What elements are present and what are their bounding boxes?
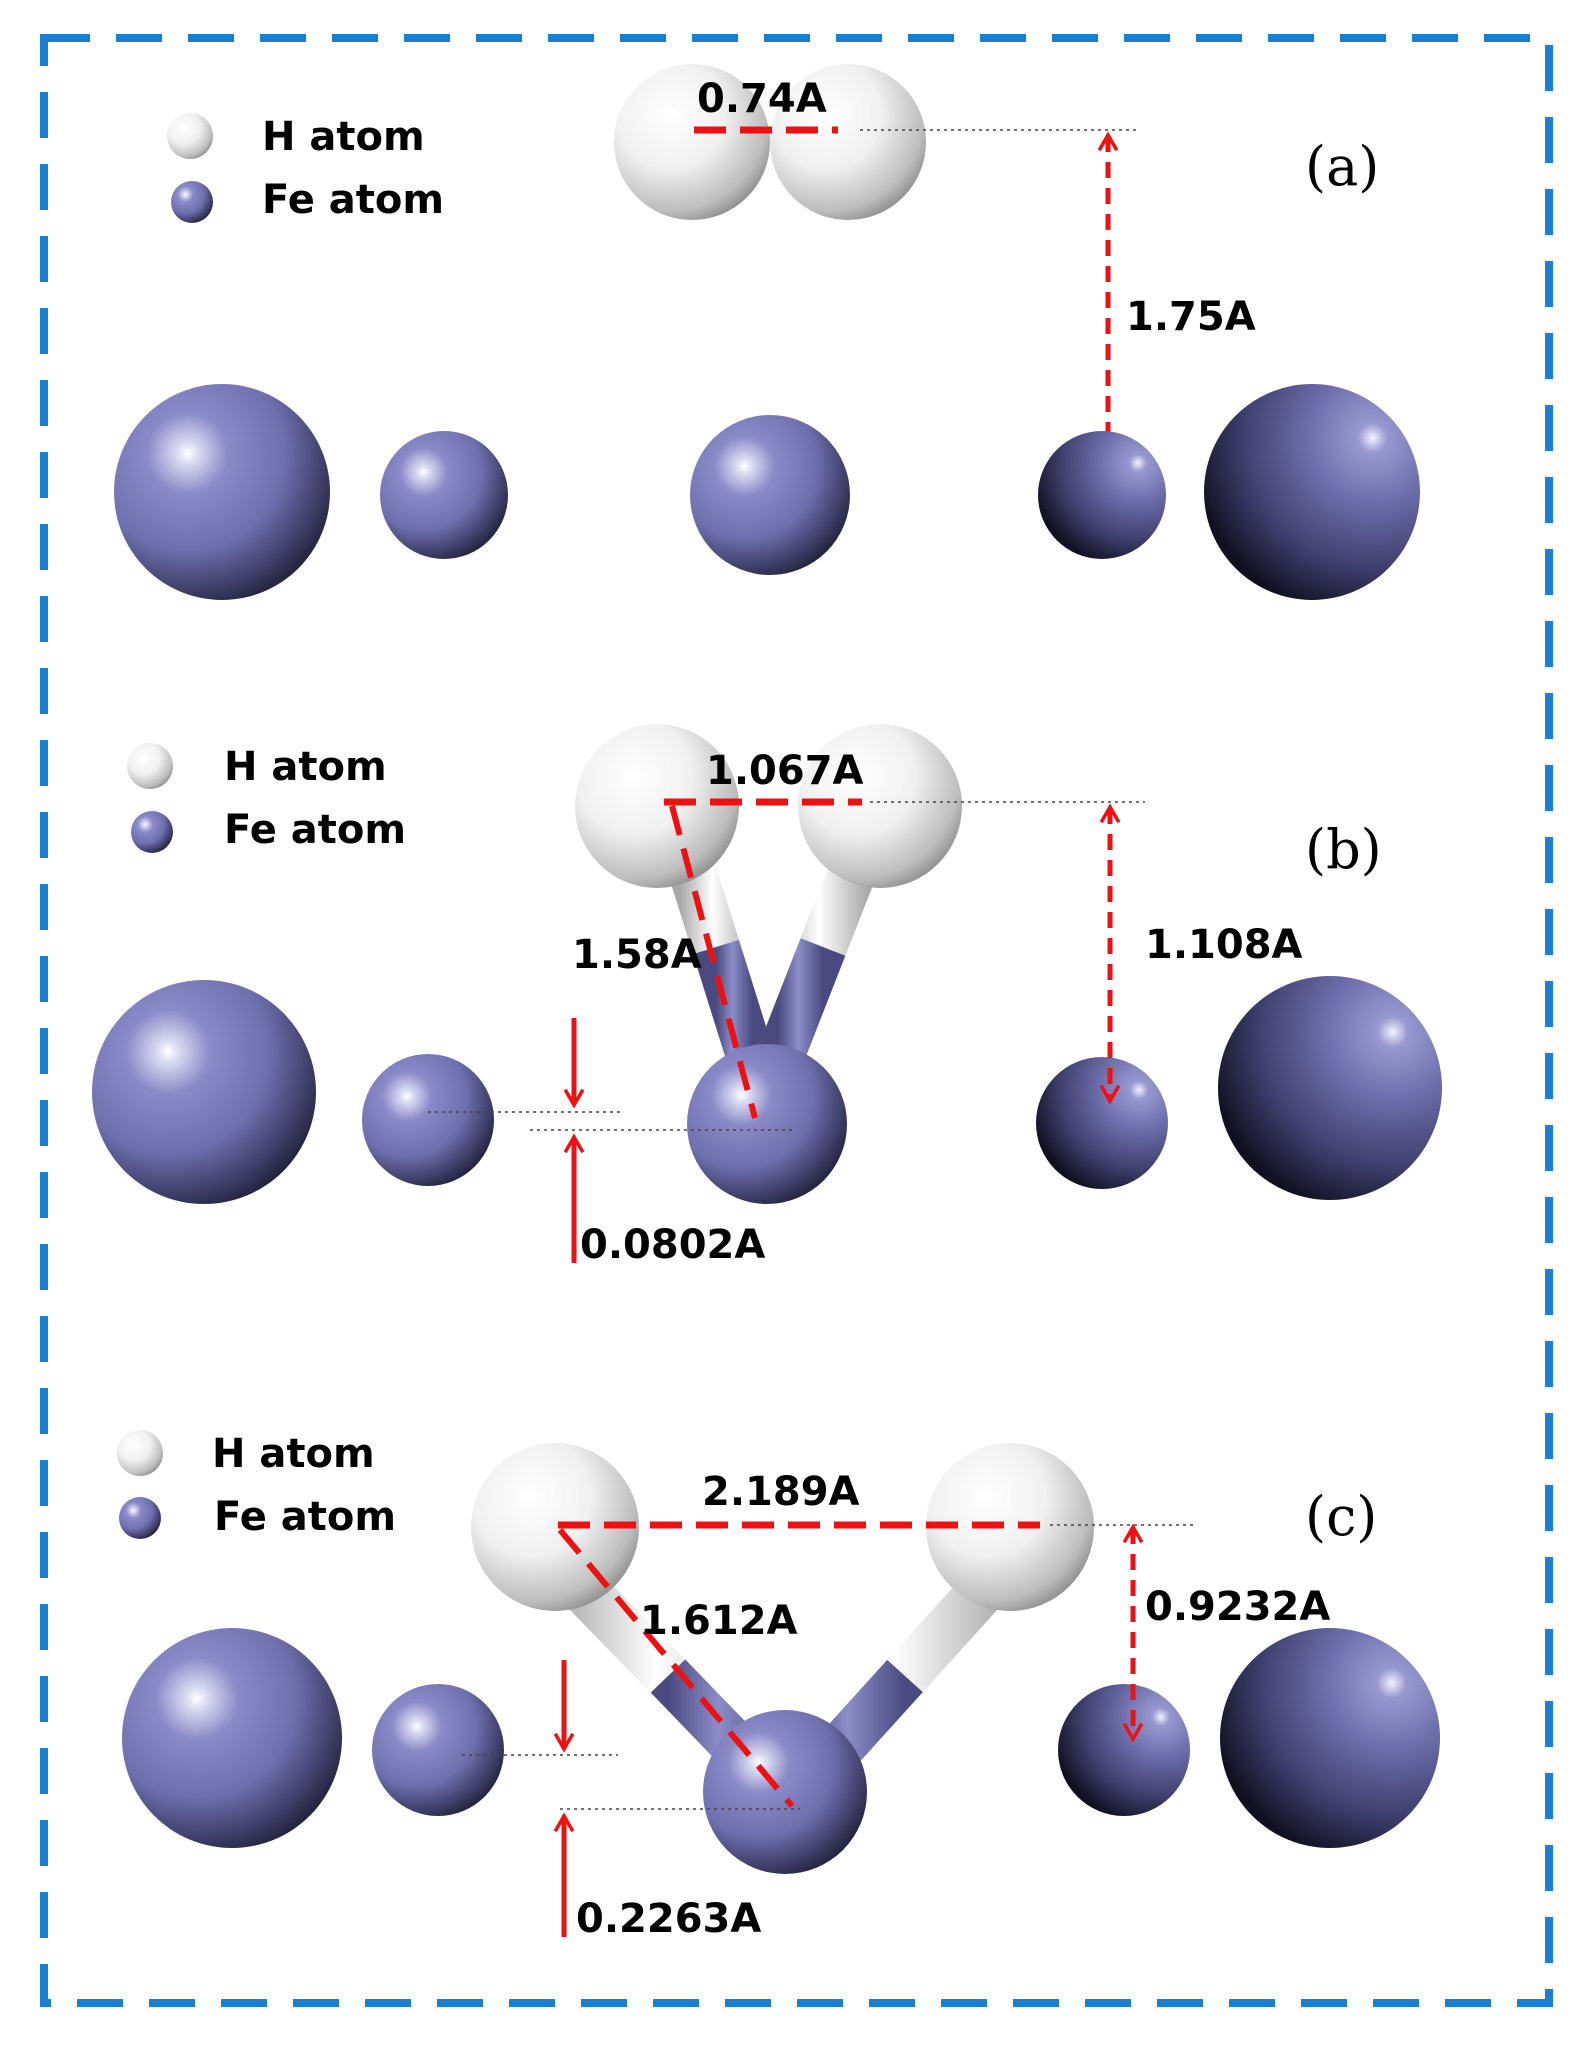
fe-atom bbox=[690, 415, 850, 575]
fe-atom-legend-icon bbox=[171, 181, 213, 223]
h-atom-legend-label: H atom bbox=[224, 744, 387, 790]
fe-atom bbox=[1204, 384, 1420, 600]
fe-atom bbox=[1036, 1057, 1168, 1189]
fe-atom-legend-label: Fe atom bbox=[262, 177, 444, 223]
outer-frame bbox=[40, 34, 1553, 2007]
h-atom-legend-label: H atom bbox=[212, 1431, 375, 1477]
panel-c: H atom Fe atom 2.189A 1.612A 0.9232A (c) bbox=[117, 1430, 1440, 1942]
hh-distance-label: 1.067A bbox=[706, 748, 864, 794]
fe-atom bbox=[122, 1628, 342, 1848]
h-atom-legend-icon bbox=[117, 1430, 163, 1476]
hh-distance-label: 2.189A bbox=[702, 1469, 860, 1515]
fe-atom bbox=[372, 1684, 504, 1816]
fe-h-bond-line bbox=[669, 805, 758, 1119]
fe-atom bbox=[1038, 431, 1166, 559]
fe-atom bbox=[687, 1044, 847, 1204]
fe-h-bond-label: 1.58A bbox=[572, 932, 702, 978]
h-atom bbox=[798, 724, 962, 888]
fe-atom-legend-label: Fe atom bbox=[224, 807, 406, 853]
panel-tag: (a) bbox=[1305, 135, 1379, 198]
fe-atom bbox=[380, 431, 508, 559]
fe-atom-legend-label: Fe atom bbox=[214, 1494, 396, 1540]
fe-atom bbox=[1220, 1628, 1440, 1848]
hh-distance-label: 0.74A bbox=[697, 76, 827, 122]
panel-b: H atom Fe atom 1.067A 1.58A 1.108A (b) bbox=[92, 724, 1442, 1268]
fe-h-bond-line bbox=[557, 1528, 795, 1808]
panel-a: H atom Fe atom 0.74A 1.75A (a) bbox=[114, 64, 1420, 600]
panel-tag: (c) bbox=[1305, 1485, 1377, 1548]
h-atom bbox=[770, 64, 926, 220]
fe-atom bbox=[114, 384, 330, 600]
fe-atom bbox=[362, 1054, 494, 1186]
fe-atom-legend-icon bbox=[119, 1497, 161, 1539]
fe-shift-label: 0.2263A bbox=[576, 1896, 761, 1942]
panel-tag: (b) bbox=[1305, 818, 1382, 881]
h-atom-legend-label: H atom bbox=[262, 114, 425, 160]
fe-atom bbox=[92, 980, 316, 1204]
height-label: 0.9232A bbox=[1145, 1584, 1330, 1630]
h-atom bbox=[926, 1443, 1094, 1611]
height-label: 1.108A bbox=[1145, 922, 1303, 968]
h-atom bbox=[471, 1443, 639, 1611]
fe-atom-legend-icon bbox=[131, 811, 173, 853]
fe-atom bbox=[1218, 976, 1442, 1200]
fe-h-bond-label: 1.612A bbox=[640, 1598, 798, 1644]
fe-atom bbox=[703, 1710, 867, 1874]
height-label: 1.75A bbox=[1126, 294, 1256, 340]
h-atom bbox=[575, 724, 739, 888]
h-atom bbox=[614, 64, 770, 220]
fe-shift-label: 0.0802A bbox=[580, 1222, 765, 1268]
h-atom-legend-icon bbox=[167, 113, 213, 159]
h-atom-legend-icon bbox=[127, 743, 173, 789]
fe-atom bbox=[1058, 1684, 1190, 1816]
